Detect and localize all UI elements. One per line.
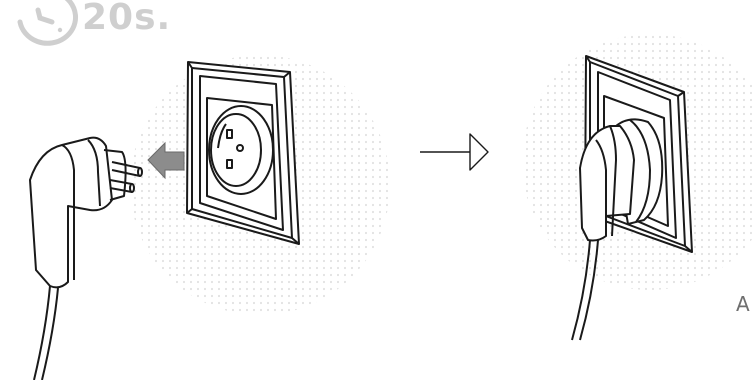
arrow-right-icon [420,133,489,171]
plug-icon [571,118,664,341]
clock-icon [17,0,79,46]
panel-before [29,55,390,380]
corner-label: A [736,292,750,316]
plug-icon [29,136,143,380]
panel-after [522,34,752,341]
timer-text: 20s. [82,0,172,38]
wall-socket-icon [186,61,300,245]
insert-arrow-icon [147,141,185,180]
